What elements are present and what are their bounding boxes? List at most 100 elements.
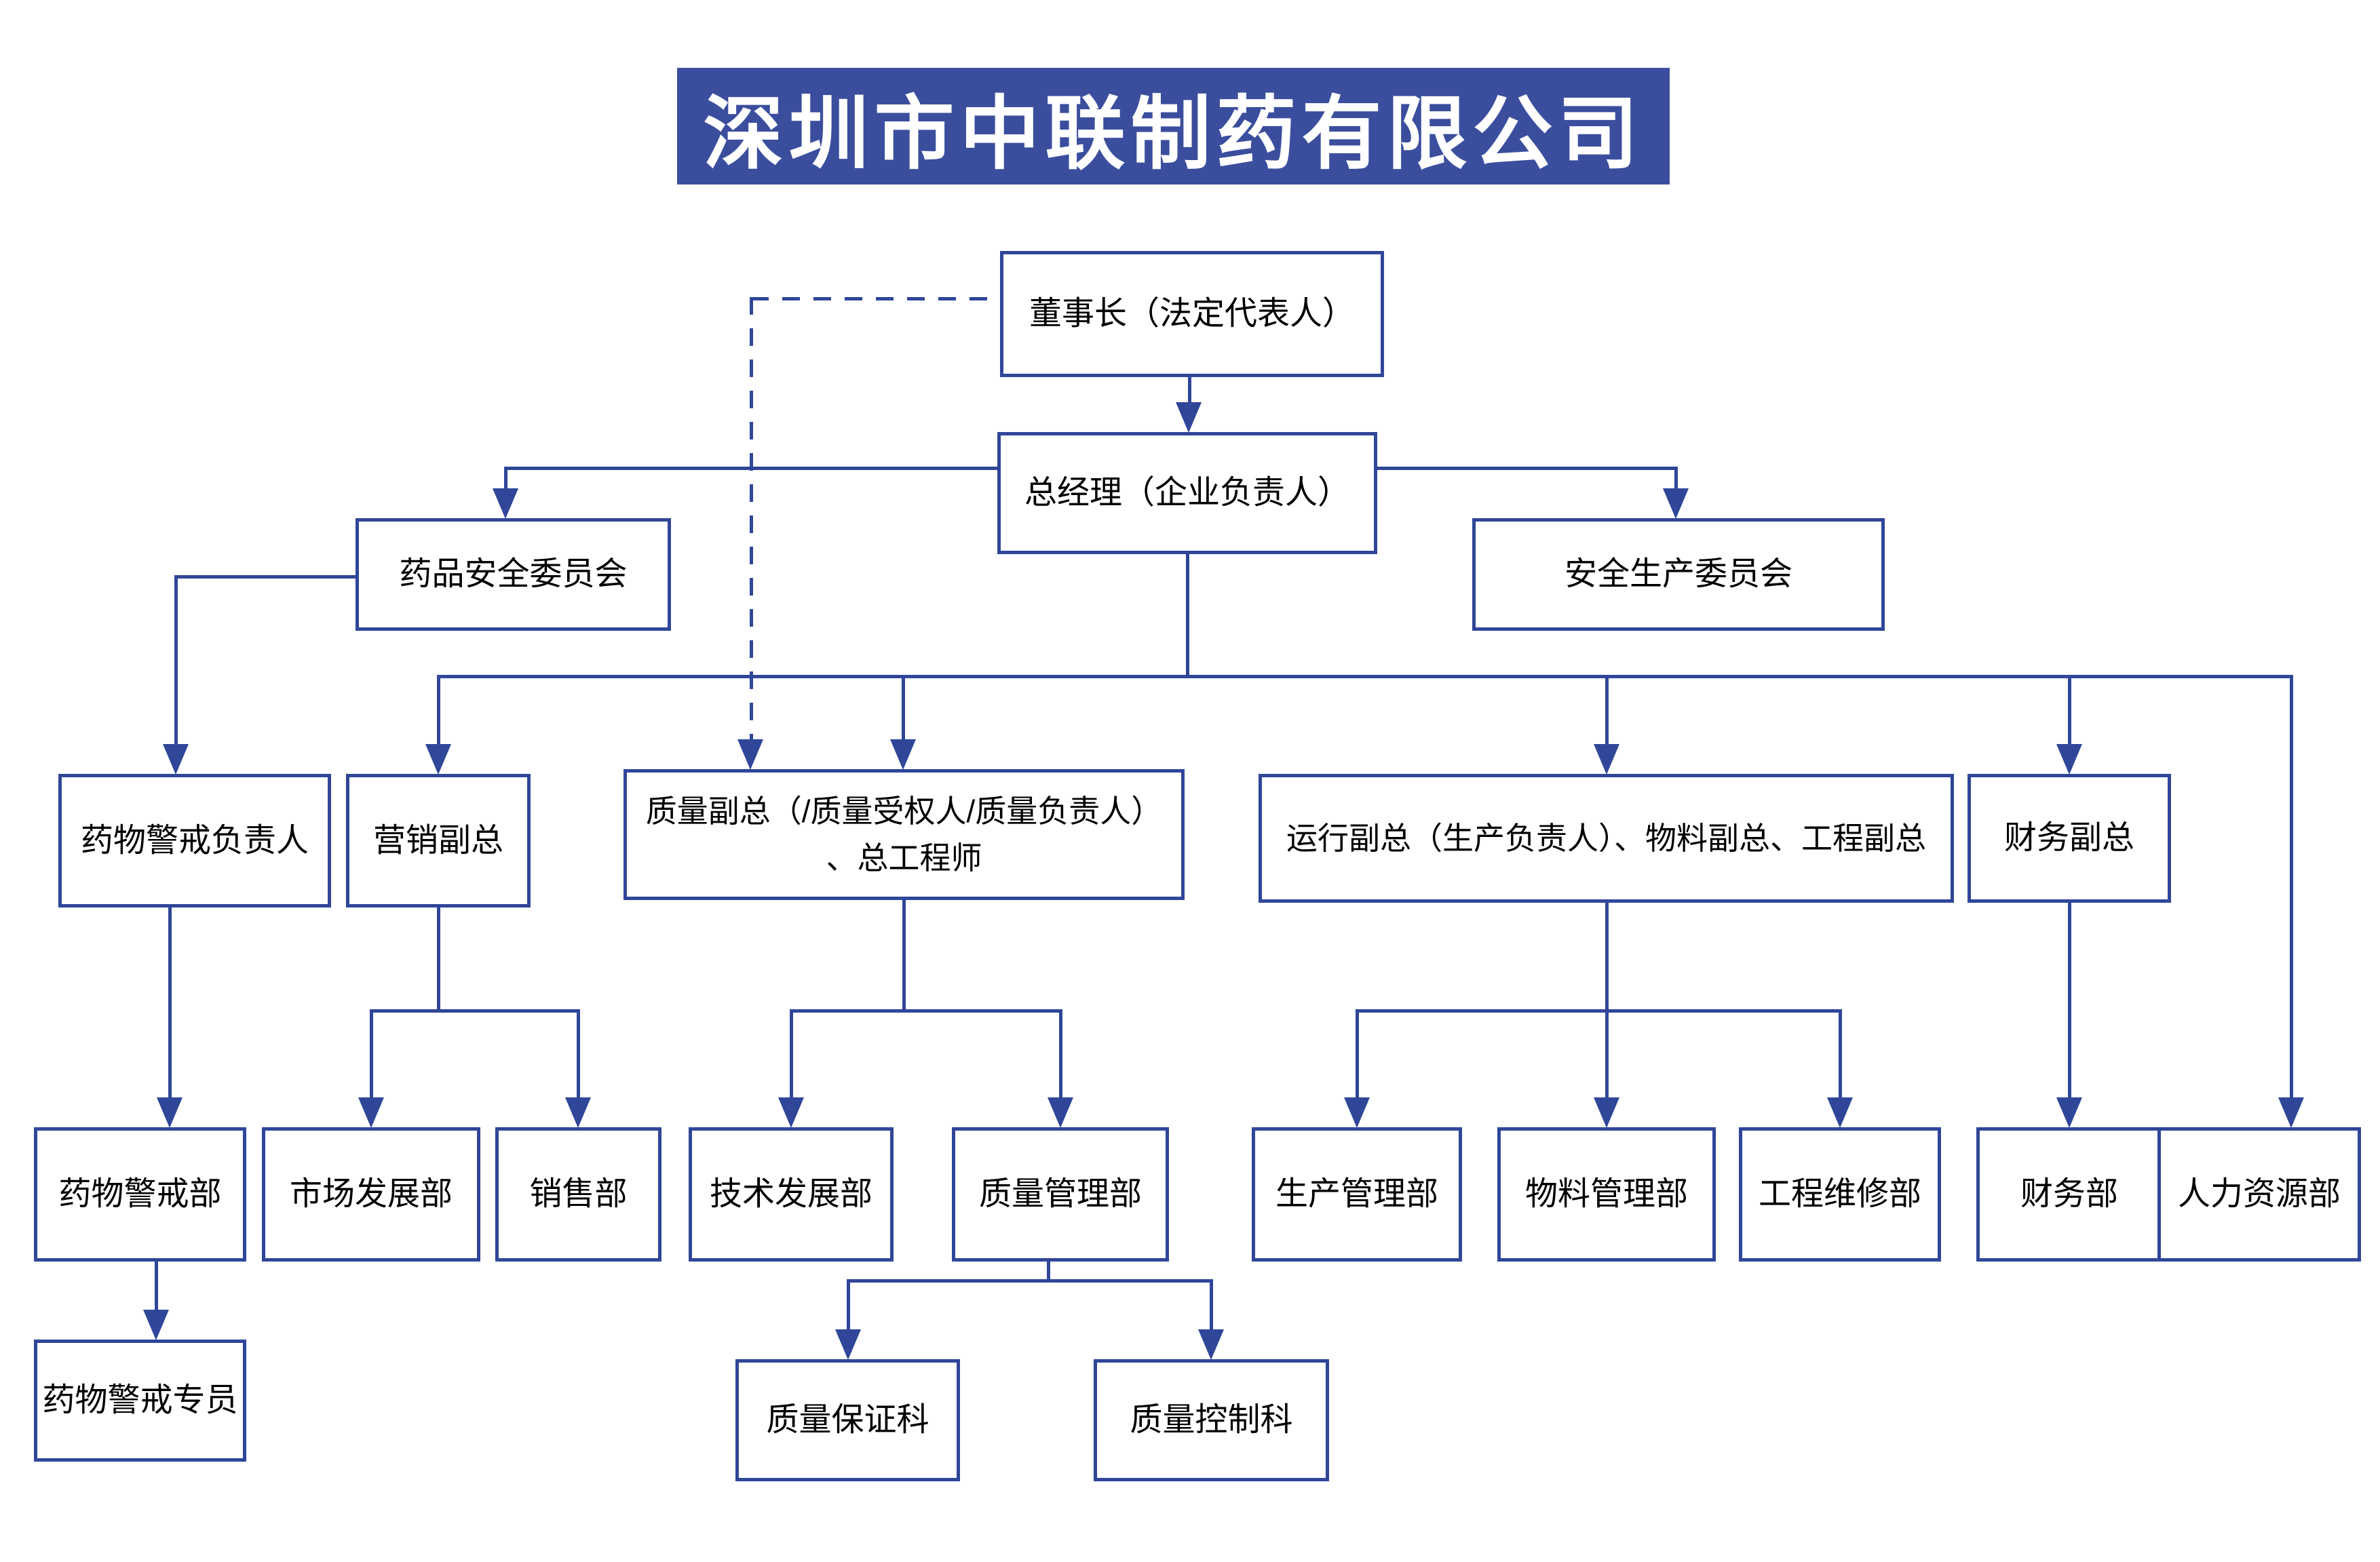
connector-marketingvp-tee xyxy=(371,1009,578,1013)
node-operations-vp-label: 运行副总（生产负责人）、物料副总、工程副总 xyxy=(1286,820,1926,856)
connector-drop-hr-dept xyxy=(2290,675,2293,1099)
node-quality-vp-label-line1: 质量副总（/质量受权人/质量负责人） xyxy=(645,793,1163,829)
node-pharmacovigilance-specialist: 药物警戒专员 xyxy=(34,1340,246,1462)
connector-pvdept-pvspecialist xyxy=(155,1262,158,1312)
node-chairman-label: 董事长（法定代表人） xyxy=(1029,296,1355,332)
arrowhead-down-icon xyxy=(1176,402,1202,433)
connector-pvhead-pvdept xyxy=(168,907,172,1099)
node-chairman: 董事长（法定代表人） xyxy=(1000,251,1384,377)
node-quality-vp: 质量副总（/质量受权人/质量负责人） 、总工程师 xyxy=(623,769,1185,900)
node-finance-vp: 财务副总 xyxy=(1968,774,2171,903)
connector-drop-marketing-vp xyxy=(437,675,440,745)
node-marketing-vp: 营销副总 xyxy=(346,774,531,907)
arrowhead-down-icon xyxy=(835,1329,861,1360)
distribution-line xyxy=(438,675,2292,678)
connector-drop-qa-section xyxy=(847,1279,850,1331)
node-pharmacovigilance-dept: 药物警戒部 xyxy=(34,1127,246,1262)
arrowhead-down-icon xyxy=(143,1310,169,1340)
node-material-management-dept: 物料管理部 xyxy=(1497,1127,1716,1262)
arrowhead-down-icon xyxy=(1663,488,1689,519)
connector-marketingvp-stem xyxy=(437,907,440,1013)
node-quality-assurance-section: 质量保证科 xyxy=(735,1359,960,1481)
arrowhead-down-icon xyxy=(1594,744,1619,775)
node-engineering-maintenance-dept-label: 工程维修部 xyxy=(1758,1176,1921,1212)
connector-drop-qc-section xyxy=(1210,1279,1213,1331)
arrowhead-down-icon xyxy=(425,744,451,775)
node-tech-development-dept: 技术发展部 xyxy=(689,1127,894,1262)
node-drug-safety-committee: 药品安全委员会 xyxy=(356,518,671,631)
node-engineering-maintenance-dept: 工程维修部 xyxy=(1739,1127,1941,1262)
node-finance-vp-label: 财务副总 xyxy=(2003,820,2134,856)
connector-drop-quality-mgmt xyxy=(1059,1009,1062,1099)
node-sales-dept-label: 销售部 xyxy=(529,1176,628,1212)
node-production-management-dept: 生产管理部 xyxy=(1252,1127,1462,1262)
connector-operationsvp-stem xyxy=(1605,903,1609,1013)
connector-drop-quality-vp xyxy=(902,675,905,741)
node-quality-management-dept-label: 质量管理部 xyxy=(978,1176,1142,1212)
arrowhead-down-icon xyxy=(157,1097,183,1128)
node-quality-management-dept: 质量管理部 xyxy=(952,1127,1169,1262)
connector-gm-distribution xyxy=(1186,554,1189,678)
node-finance-dept: 财务部 xyxy=(1976,1127,2162,1262)
arrowhead-down-icon xyxy=(1827,1097,1853,1128)
arrowhead-down-icon xyxy=(737,739,763,770)
node-market-development-dept-label: 市场发展部 xyxy=(289,1176,453,1212)
node-finance-dept-label: 财务部 xyxy=(2020,1176,2118,1212)
connector-drop-operations-vp xyxy=(1605,675,1609,745)
arrowhead-down-icon xyxy=(493,488,518,519)
node-material-management-dept-label: 物料管理部 xyxy=(1524,1176,1688,1212)
node-general-manager-label: 总经理（企业负责人） xyxy=(1024,475,1350,511)
node-quality-control-section-label: 质量控制科 xyxy=(1130,1402,1293,1438)
arrowhead-down-icon xyxy=(778,1097,804,1128)
node-market-development-dept: 市场发展部 xyxy=(262,1127,480,1262)
connector-drop-market-dev xyxy=(370,1009,373,1099)
connector-financevp-financedept xyxy=(2068,903,2071,1099)
node-production-management-dept-label: 生产管理部 xyxy=(1275,1176,1438,1212)
connector-dashed-chairman-qualityvp-h xyxy=(751,297,1000,300)
arrowhead-down-icon xyxy=(1048,1097,1073,1128)
connector-drop-production-mgmt xyxy=(1356,1009,1359,1099)
node-quality-vp-label-line2: 、总工程师 xyxy=(826,840,982,876)
connector-dashed-chairman-qualityvp-v xyxy=(750,297,753,739)
node-quality-control-section: 质量控制科 xyxy=(1094,1359,1329,1481)
arrowhead-down-icon xyxy=(890,739,916,770)
connector-qualityvp-tee xyxy=(791,1009,1060,1013)
company-title-banner: 深圳市中联制药有限公司 xyxy=(677,68,1670,184)
arrowhead-down-icon xyxy=(565,1097,591,1128)
arrowhead-down-icon xyxy=(2056,744,2082,775)
company-title: 深圳市中联制药有限公司 xyxy=(703,89,1644,179)
node-pharmacovigilance-head-label: 药物警戒负责人 xyxy=(80,822,309,859)
arrowhead-down-icon xyxy=(163,744,189,775)
connector-drop-finance-vp xyxy=(2068,675,2071,745)
connector-qualityvp-stem xyxy=(902,900,906,1013)
connector-drugsafety-pvhead-v xyxy=(174,575,178,745)
connector-drop-sales xyxy=(577,1009,580,1099)
node-production-safety-committee-label: 安全生产委员会 xyxy=(1564,556,1792,592)
node-drug-safety-committee-label: 药品安全委员会 xyxy=(399,556,628,592)
node-hr-dept: 人力资源部 xyxy=(2157,1127,2361,1262)
connector-qualitymgmt-tee xyxy=(848,1279,1211,1283)
node-tech-development-dept-label: 技术发展部 xyxy=(709,1176,872,1212)
connector-gm-drugsafety-v xyxy=(504,467,507,497)
node-pharmacovigilance-head: 药物警戒负责人 xyxy=(58,774,331,907)
connector-gm-drugsafety-h xyxy=(505,467,997,470)
arrowhead-down-icon xyxy=(1594,1097,1619,1128)
node-pharmacovigilance-dept-label: 药物警戒部 xyxy=(58,1176,222,1212)
node-quality-assurance-section-label: 质量保证科 xyxy=(766,1402,929,1438)
node-pharmacovigilance-specialist-label: 药物警戒专员 xyxy=(42,1382,238,1418)
connector-chairman-gm xyxy=(1188,377,1191,406)
connector-gm-prodsafety-v xyxy=(1674,467,1678,492)
arrowhead-down-icon xyxy=(1198,1329,1224,1360)
node-general-manager: 总经理（企业负责人） xyxy=(997,432,1377,554)
arrowhead-down-icon xyxy=(2056,1097,2082,1128)
node-production-safety-committee: 安全生产委员会 xyxy=(1472,518,1885,631)
connector-drop-tech-dev xyxy=(790,1009,793,1099)
arrowhead-down-icon xyxy=(358,1097,384,1128)
connector-drop-eng-maintenance xyxy=(1839,1009,1842,1099)
node-hr-dept-label: 人力资源部 xyxy=(2177,1176,2341,1212)
connector-gm-prodsafety-h xyxy=(1377,467,1676,470)
node-operations-vp: 运行副总（生产负责人）、物料副总、工程副总 xyxy=(1259,774,1954,903)
arrowhead-down-icon xyxy=(2278,1097,2304,1128)
connector-operationsvp-tee xyxy=(1357,1009,1840,1013)
